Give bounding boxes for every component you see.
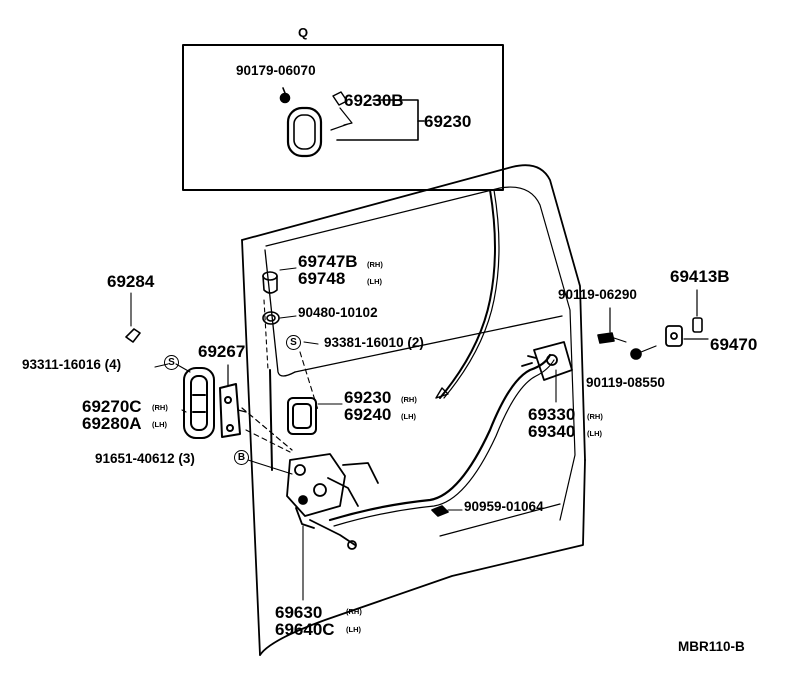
part-69230B-label: 69230B [344,91,404,110]
s-circle-icon: S [164,355,179,370]
lock-69330 [521,341,573,381]
part-69270C-label: 69270C [82,397,142,416]
part-69640C-label: 69640C [275,620,335,639]
part-93311-16016-label: 93311-16016 (4) [22,357,122,372]
part-69270C-side-label: (RH) [152,403,168,412]
part-69240-side-label: (LH) [401,412,416,421]
clip-69284 [125,328,141,343]
part-69630-side-label: (RH) [346,607,362,616]
s-circle-icon: S [286,335,301,350]
part-69747B-side-label: (RH) [367,260,383,269]
lock-69630 [286,453,379,550]
part-69747B-label: 69747B [298,252,358,271]
door-panel [241,164,586,656]
part-69230-label: 69230 [344,388,392,407]
part-69340-label: 69340 [528,422,576,441]
plug-69747B [262,271,278,294]
pin-69413B [692,289,703,333]
part-69330-label: 69330 [528,405,576,424]
window-rod [435,189,500,399]
part-93381-16010-label: 93381-16010 (2) [324,335,424,350]
bolt-90119-06290 [597,307,615,344]
bracket-69267 [219,364,241,438]
inset-title: Q [298,25,309,40]
part-69640C-side-label: (LH) [346,625,361,634]
part-69240-label: 69240 [344,405,392,424]
part-69230-side-label: (RH) [401,395,417,404]
part-69630-label: 69630 [275,603,323,622]
inset-frame [182,44,504,191]
part-69413B-label: 69413B [670,267,730,286]
part-69280A-label: 69280A [82,414,142,433]
part-90119-08550-label: 90119-08550 [586,375,665,390]
diagram-code-label: MBR110-B [678,639,745,654]
striker-69470 [665,325,709,347]
part-90179-06070-label: 90179-06070 [236,63,316,78]
inset-clip [279,87,291,104]
clamp-90959 [431,505,449,517]
bolt-90119-08550 [630,345,657,360]
part-69267-label: 69267 [198,342,246,361]
part-69284-label: 69284 [107,272,155,291]
part-69280A-side-label: (LH) [152,420,167,429]
part-90119-06290-label: 90119-06290 [558,287,637,302]
cable [328,353,555,527]
part-91651-40612-label: 91651-40612 (3) [95,451,195,466]
handle-69270C [183,367,215,439]
part-69470-label: 69470 [710,335,758,354]
part-69748-side-label: (LH) [367,277,382,286]
part-90959-01064-label: 90959-01064 [464,499,544,514]
inset-handle [286,91,353,158]
part-69748-label: 69748 [298,269,346,288]
part-90480-10102-label: 90480-10102 [298,305,378,320]
b-circle-icon: B [234,450,249,465]
part-69340-side-label: (LH) [587,429,602,438]
grommet-90480 [262,311,280,325]
inside-handle-69230 [287,397,317,435]
part-69330-side-label: (RH) [587,412,603,421]
part-69230-inset-label: 69230 [424,112,472,131]
